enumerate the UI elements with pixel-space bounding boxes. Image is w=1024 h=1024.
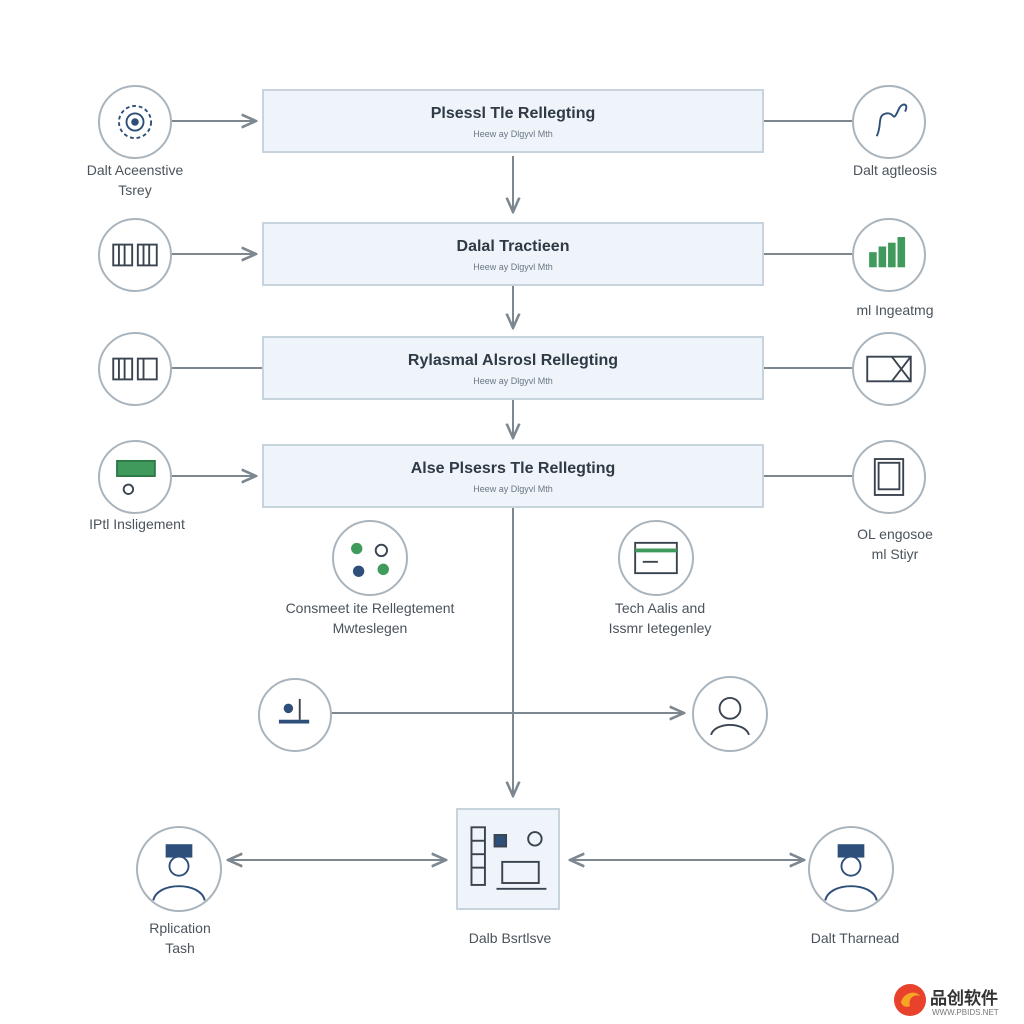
person-icon (136, 826, 222, 912)
label-mid-right: Tech Aalis and Issmr Ietegenley (608, 600, 712, 636)
label-right-2: ml Ingeatmg (856, 302, 934, 318)
step-title: Rylasmal Alsrosl Rellegting (407, 352, 619, 369)
brand-logo: 品创软件 WWW.PBIDS.NET (888, 978, 1024, 1024)
logo-mark-icon (894, 984, 926, 1016)
monitor-window-icon (618, 520, 694, 596)
logo-url: WWW.PBIDS.NET (932, 1008, 999, 1017)
user-avatar-icon (692, 676, 768, 752)
data-panel-icon (852, 332, 926, 406)
bar-chart-icon (852, 218, 926, 292)
process-step-2: Dalal Tractieen Heew ay Dlgyvl Mth (262, 222, 764, 286)
process-step-1: Plsessl Tle Rellegting Heew ay Dlgyvl Mt… (262, 89, 764, 153)
label-bottom-center: Dalb Bsrtlsve (468, 930, 552, 946)
step-subtitle: Heew ay Dlgyvl Mth (473, 262, 553, 272)
tablet-icon (852, 440, 926, 514)
process-step-4: Alse Plsesrs Tle Rellegting Heew ay Dlgy… (262, 444, 764, 508)
server-icon (98, 332, 172, 406)
server-icon (98, 218, 172, 292)
hand-icon (852, 85, 926, 159)
label-bottom-right: Dalt Tharnead (810, 930, 900, 946)
step-title: Plsessl Tle Rellegting (430, 105, 596, 122)
label-bottom-left: Rplication Tash (149, 920, 211, 956)
network-panel-icon (98, 440, 172, 514)
logo-name: 品创软件 (930, 989, 998, 1008)
label-left-4: IPtl Insligement (89, 516, 185, 532)
step-subtitle: Heew ay Dlgyvl Mth (473, 376, 553, 386)
label-mid-left: Consmeet ite Rellegtement Mwteslegen (285, 600, 455, 636)
step-subtitle: Heew ay Dlgyvl Mth (473, 129, 553, 139)
label-right-1: Dalt agtleosis (852, 162, 938, 178)
process-step-3: Rylasmal Alsrosl Rellegting Heew ay Dlgy… (262, 336, 764, 400)
data-panel-icon (456, 808, 560, 910)
gear-icon (98, 85, 172, 159)
step-subtitle: Heew ay Dlgyvl Mth (473, 484, 553, 494)
user-desk-icon (258, 678, 332, 752)
label-right-4: OL engosoe ml Stiyr (857, 526, 933, 562)
person-icon (808, 826, 894, 912)
network-nodes-icon (332, 520, 408, 596)
label-left-1: Dalt Aceenstive Tsrey (86, 162, 184, 198)
step-title: Dalal Tractieen (456, 238, 570, 255)
step-title: Alse Plsesrs Tle Rellegting (410, 460, 616, 477)
